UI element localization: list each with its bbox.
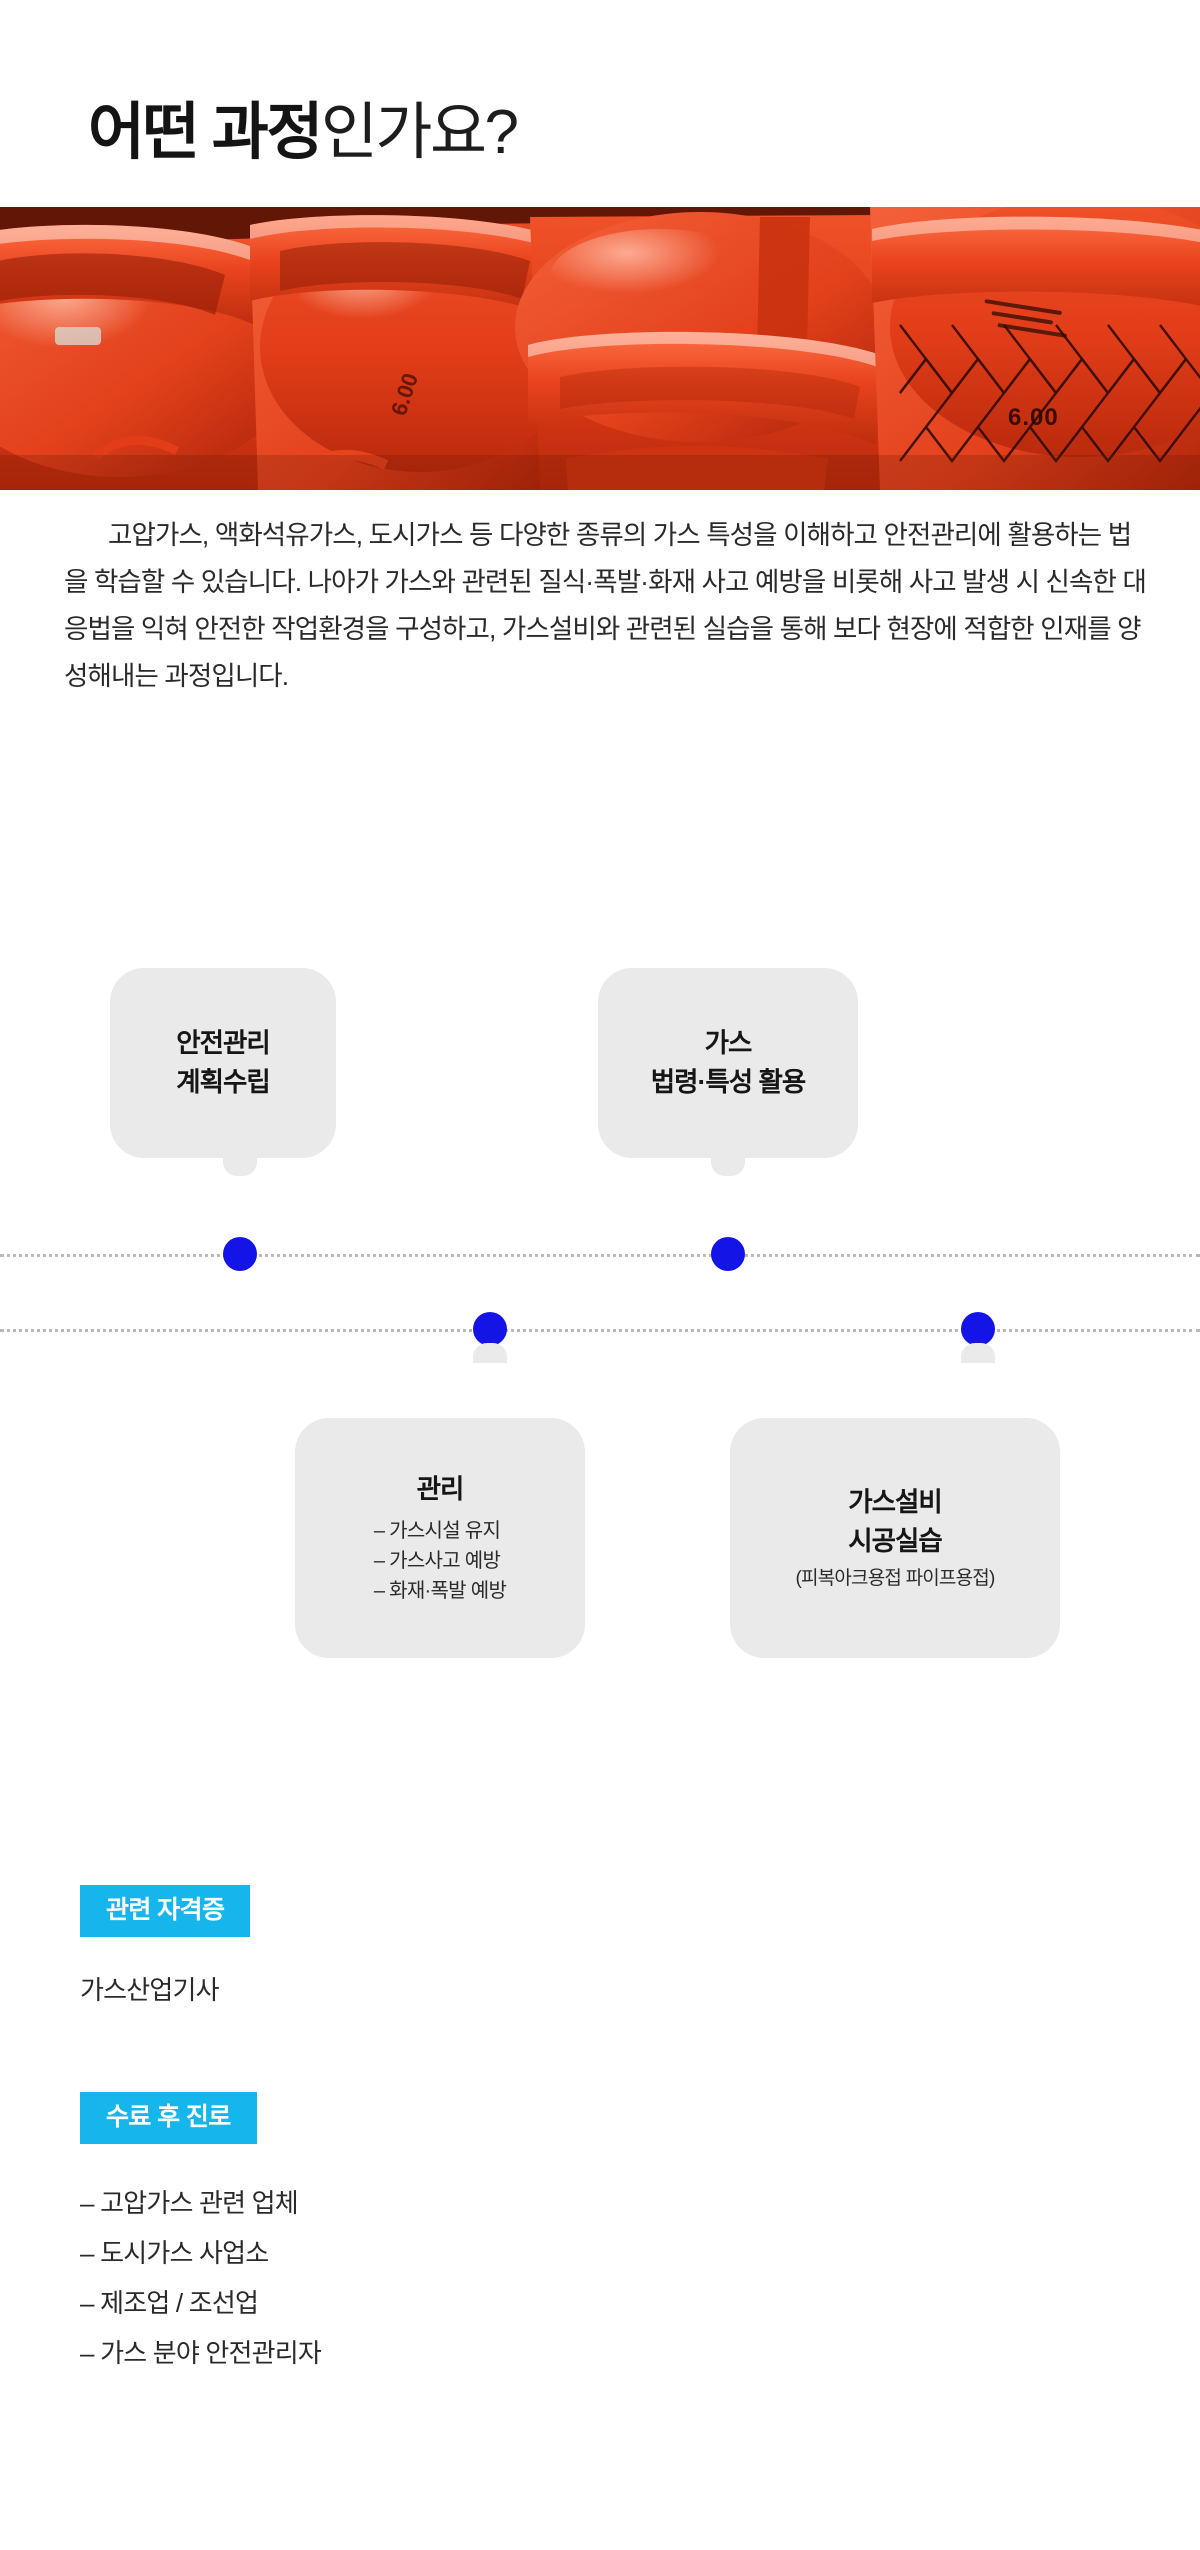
process-node-item-list: – 가스시설 유지 – 가스사고 예방 – 화재·폭발 예방 (373, 1516, 507, 1606)
timeline-dot-4[interactable] (961, 1312, 995, 1346)
process-node-title-line2: 계획수립 (176, 1067, 271, 1097)
page-title-suffix: 인가요? (320, 98, 519, 167)
process-node-title-line1: 가스 (704, 1028, 753, 1058)
process-node-note: (피복아크용접 파이프용접) (795, 1568, 995, 1589)
process-node-gas-law[interactable]: 가스 법령·특성 활용 (598, 968, 858, 1158)
process-node-title-line1: 관리 (416, 1474, 465, 1504)
list-item: – 가스 분야 안전관리자 (80, 2338, 322, 2368)
certificates-section: 관련 자격증 가스산업기사 (80, 1885, 251, 2007)
career-badge: 수료 후 진로 (80, 2092, 257, 2144)
list-item: – 가스사고 예방 (373, 1550, 501, 1572)
cylinder-center-right (515, 212, 890, 490)
timeline-dot-3[interactable] (473, 1312, 507, 1346)
career-section: 수료 후 진로 – 고압가스 관련 업체 – 도시가스 사업소 – 제조업 / … (80, 2092, 322, 2378)
course-intro: 고압가스, 액화석유가스, 도시가스 등 다양한 종류의 가스 특성을 이해하고… (64, 512, 1154, 700)
list-item: – 제조업 / 조선업 (80, 2288, 259, 2318)
process-node-safety-plan[interactable]: 안전관리 계획수립 (110, 968, 336, 1158)
process-node-title-line2: 법령·특성 활용 (650, 1067, 806, 1097)
course-intro-paragraph: 고압가스, 액화석유가스, 도시가스 등 다양한 종류의 가스 특성을 이해하고… (64, 520, 1147, 691)
certificates-badge: 관련 자격증 (80, 1885, 251, 1937)
timeline-rail-upper (0, 1254, 1200, 1257)
list-item: – 화재·폭발 예방 (373, 1580, 507, 1602)
cylinder-stamp-label-right: 6.00 (1008, 404, 1059, 431)
cylinder-netting (899, 324, 1200, 463)
process-node-tail-equipment (961, 1343, 995, 1363)
list-item: – 가스시설 유지 (373, 1520, 501, 1542)
career-item-list: – 고압가스 관련 업체 – 도시가스 사업소 – 제조업 / 조선업 – 가스… (80, 2178, 322, 2378)
process-node-tail-safety-plan (223, 1156, 257, 1176)
list-item: – 도시가스 사업소 (80, 2238, 269, 2268)
cylinder-left (0, 224, 310, 490)
gas-cylinders-illustration: 6.00 (0, 207, 1200, 490)
process-node-management[interactable]: 관리 – 가스시설 유지 – 가스사고 예방 – 화재·폭발 예방 (295, 1418, 585, 1658)
timeline-dot-2[interactable] (711, 1237, 745, 1271)
process-diagram: 안전관리 계획수립 가스 법령·특성 활용 관리 – 가스시설 유지 – 가스사… (0, 940, 1200, 1680)
timeline-dot-1[interactable] (223, 1237, 257, 1271)
timeline-rail-lower (0, 1329, 1200, 1332)
cylinder-right: 6.00 (870, 207, 1200, 490)
certificates-value: 가스산업기사 (80, 1975, 220, 2005)
process-node-tail-gas-law (711, 1156, 745, 1176)
page-title-emphasis: 어떤 과정 (88, 98, 323, 167)
process-node-tail-management (473, 1343, 507, 1363)
list-item: – 고압가스 관련 업체 (80, 2188, 299, 2218)
process-node-equipment-practice[interactable]: 가스설비 시공실습 (피복아크용접 파이프용접) (730, 1418, 1060, 1658)
process-node-title-line1: 안전관리 (176, 1028, 271, 1058)
cylinder-center-left: 6.00 (250, 215, 580, 490)
hero-banner-image: 6.00 (0, 207, 1200, 490)
cylinder-markings (984, 299, 1067, 338)
process-node-title-line2: 시공실습 (848, 1526, 943, 1556)
process-node-title-line1: 가스설비 (848, 1487, 943, 1517)
